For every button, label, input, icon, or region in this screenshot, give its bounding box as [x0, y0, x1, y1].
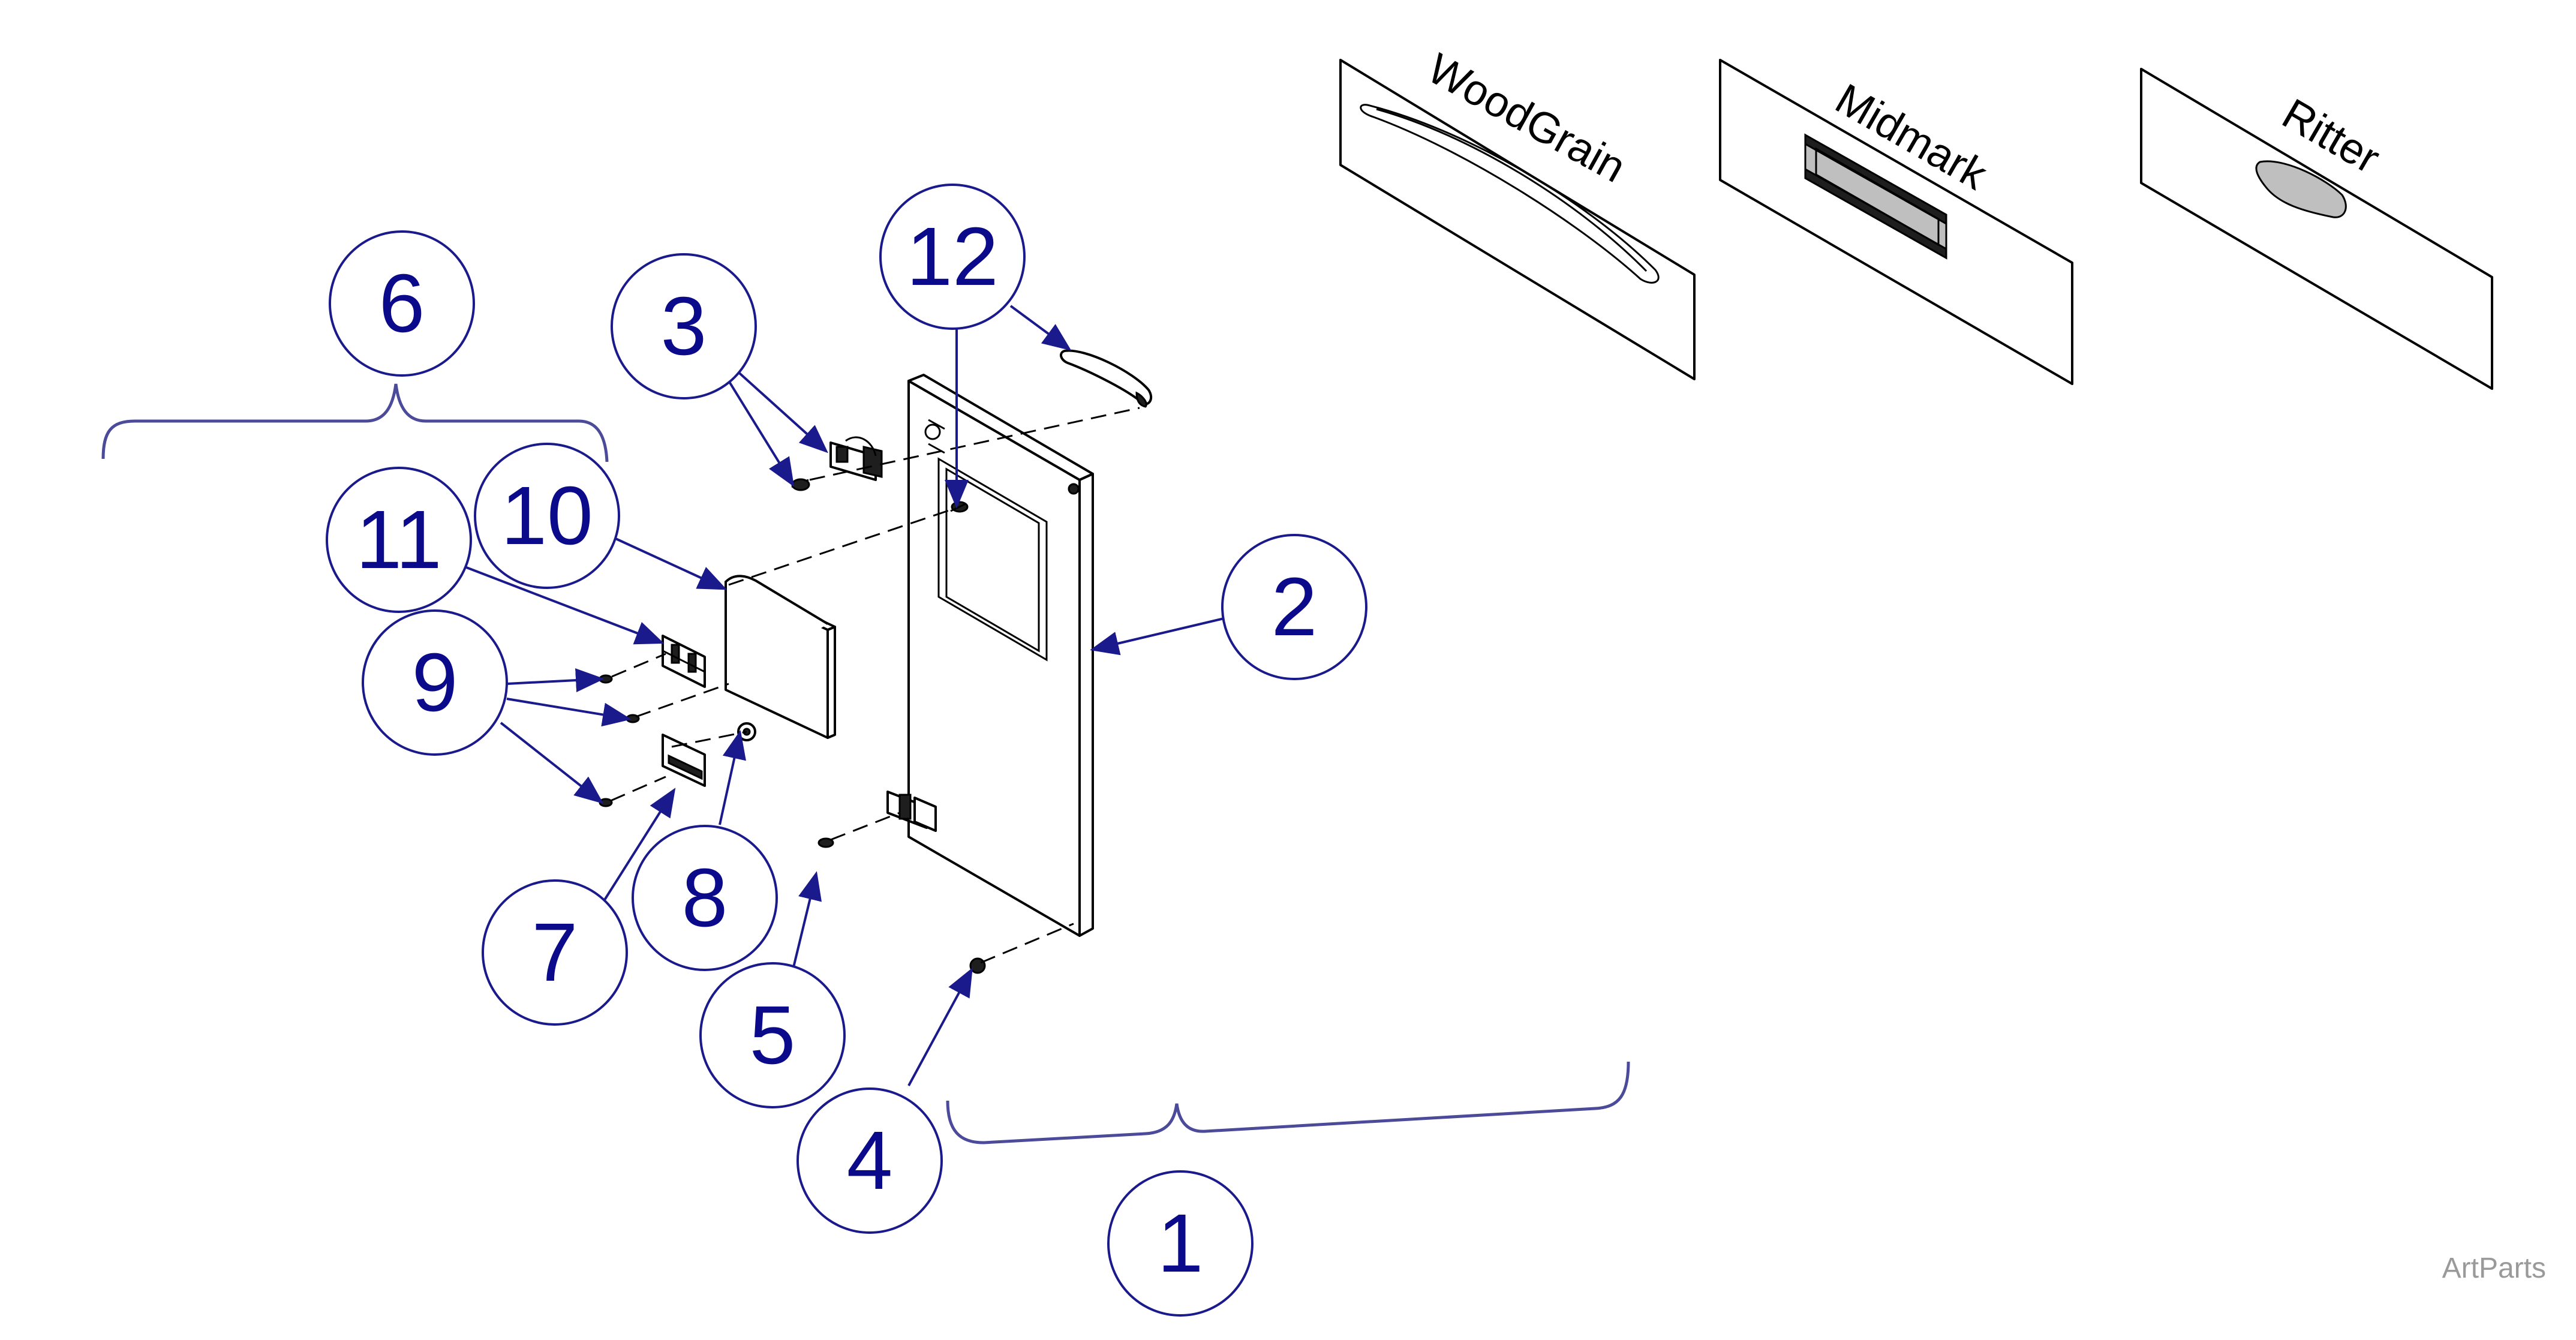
callout-2-label: 2 [1272, 561, 1318, 653]
screw-part-9a [599, 674, 613, 684]
latch-part-3 [829, 436, 883, 481]
hinge-part-11 [662, 635, 706, 688]
callout-3-label: 3 [661, 280, 707, 372]
callout-2: 2 [1221, 534, 1367, 680]
door-panel-part-2 [907, 374, 1094, 937]
callout-6: 6 [329, 230, 475, 377]
callout-10: 10 [474, 443, 620, 589]
callout-1: 1 [1107, 1170, 1254, 1317]
leader-lines [464, 305, 1227, 1086]
screw-part-9c [599, 798, 613, 807]
callout-8: 8 [632, 825, 778, 971]
assembly-lines [610, 407, 1140, 964]
callout-10-label: 10 [501, 470, 593, 562]
handle-style-panel-woodgrain: WoodGrain [1339, 44, 1696, 380]
handle-style-panel-ritter: Ritter [2140, 68, 2493, 390]
group-brace-1 [946, 1061, 1630, 1144]
callout-7-label: 7 [532, 906, 578, 999]
catch-plate-part-7 [662, 734, 706, 787]
callout-11-label: 11 [356, 494, 441, 586]
callout-5: 5 [699, 962, 846, 1108]
latch-screw-3 [791, 478, 810, 491]
screw-part-5 [817, 837, 834, 848]
callout-12: 12 [879, 184, 1026, 330]
callout-3: 3 [611, 253, 757, 399]
artparts-watermark: ArtParts [2442, 1252, 2546, 1284]
window-insert-part-10 [725, 575, 836, 739]
door-hinge [886, 791, 937, 832]
callout-9-label: 9 [412, 636, 458, 729]
callout-4: 4 [796, 1087, 943, 1234]
callout-6-label: 6 [379, 257, 425, 350]
callout-9: 9 [362, 609, 508, 756]
callout-12-label: 12 [906, 211, 999, 303]
callout-7: 7 [482, 879, 628, 1026]
callout-8-label: 8 [682, 852, 728, 944]
callout-5-label: 5 [750, 989, 796, 1081]
callout-11: 11 [326, 467, 472, 613]
bumper-part-4 [969, 957, 986, 974]
callout-1-label: 1 [1158, 1197, 1204, 1290]
group-brace-6 [101, 383, 609, 462]
callout-4-label: 4 [847, 1114, 893, 1207]
door-handle [1060, 349, 1153, 408]
handle-style-panel-midmark: Midmark [1719, 59, 2073, 385]
